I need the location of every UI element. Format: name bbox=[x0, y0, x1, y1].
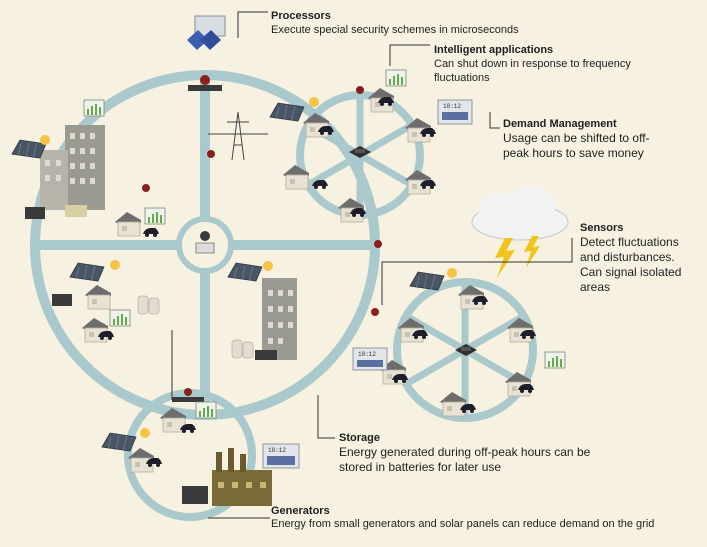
callout-sensors: Sensors Detect fluctuations and disturba… bbox=[580, 222, 700, 295]
callout-demand-management: Demand Management Usage can be shifted t… bbox=[503, 118, 673, 161]
cloud-icon bbox=[471, 186, 569, 241]
callout-processors: Processors Execute special security sche… bbox=[271, 10, 551, 37]
processor-icon bbox=[187, 15, 226, 91]
residential-cluster-left bbox=[52, 260, 160, 343]
callout-generators-title: Generators bbox=[271, 505, 330, 517]
callout-storage-title: Storage bbox=[339, 432, 380, 444]
factory-icon bbox=[212, 448, 272, 506]
office-building-icon bbox=[227, 261, 297, 360]
callout-storage-text: Energy generated during off-peak hours c… bbox=[339, 445, 591, 474]
callout-demand-management-title: Demand Management bbox=[503, 118, 617, 130]
callout-storage: Storage Energy generated during off-peak… bbox=[339, 432, 619, 475]
callout-processors-text: Execute special security schemes in micr… bbox=[271, 24, 519, 36]
callout-processors-title: Processors bbox=[271, 10, 331, 22]
callout-demand-management-text: Usage can be shifted to off-peak hours t… bbox=[503, 131, 650, 160]
callout-leaders bbox=[171, 11, 573, 519]
callout-sensors-text: Detect fluctuations and disturbances. Ca… bbox=[580, 235, 682, 294]
meter-readout: 18:12 bbox=[443, 103, 461, 110]
callout-intelligent-applications-title: Intelligent applications bbox=[434, 44, 554, 56]
meter-readout: 18:12 bbox=[358, 351, 376, 358]
callout-generators: Generators Energy from small generators … bbox=[271, 505, 703, 530]
battery-icon bbox=[182, 486, 208, 504]
sensor-neighborhood: 18:12 bbox=[352, 240, 566, 417]
demand-neighborhood: 18:12 bbox=[269, 69, 473, 223]
callout-intelligent-applications-text: Can shut down in response to frequency f… bbox=[434, 58, 631, 84]
lightning-icon bbox=[495, 236, 540, 278]
callout-generators-text: Energy from small generators and solar p… bbox=[271, 518, 655, 530]
callout-sensors-title: Sensors bbox=[580, 222, 624, 234]
office-building-icon bbox=[11, 99, 105, 219]
transmission-tower-icon bbox=[208, 111, 268, 161]
control-center-icon bbox=[176, 216, 234, 274]
callout-intelligent-applications: Intelligent applications Can shut down i… bbox=[434, 44, 669, 85]
meter-readout: 18:12 bbox=[268, 447, 286, 454]
generator-cluster: 18:12 bbox=[101, 388, 300, 506]
